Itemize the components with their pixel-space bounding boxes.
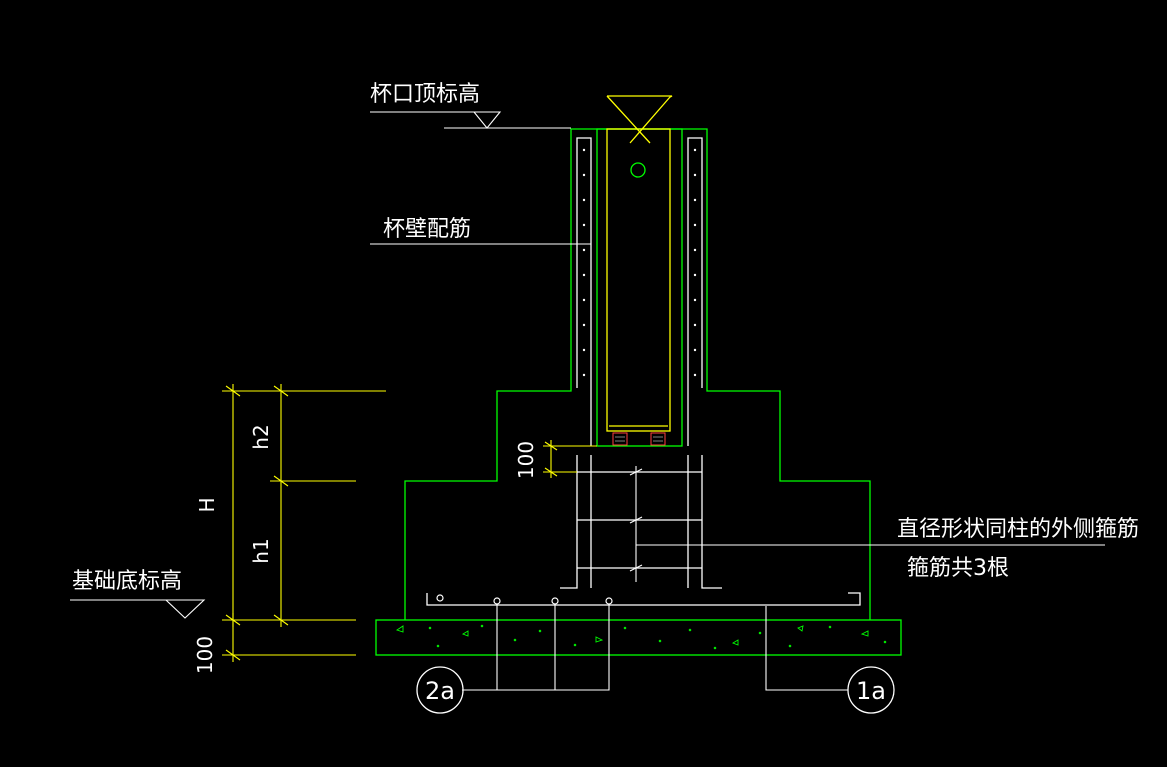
dimension-lines (222, 384, 597, 662)
precast-column (606, 95, 673, 432)
dim-label-h2: h2 (249, 424, 273, 449)
stirrup-note-line2: 箍筋共3根 (907, 556, 1009, 581)
stirrup-note-line1: 直径形状同柱的外侧箍筋 (897, 517, 1139, 542)
concrete-outline (375, 128, 902, 656)
bottom-mesh-bar (426, 592, 861, 606)
cup-top-elevation-label: 杯口顶标高 (370, 82, 480, 107)
dim-label-H: H (195, 497, 219, 512)
column-centre-marker (630, 162, 646, 178)
blinding-hatch (395, 624, 887, 650)
svg-text:2a: 2a (425, 677, 455, 705)
bubble-1a: 1a (847, 666, 895, 714)
column-bar-left (560, 455, 592, 589)
reinforcement (426, 137, 861, 606)
leader-lines (70, 111, 1105, 619)
bubble-leaders (462, 604, 848, 691)
foundation-step-outline (404, 128, 871, 620)
column-bar-right (687, 455, 722, 589)
column-base-pads (612, 432, 666, 446)
foundation-bottom-elevation-label: 基础底标高 (72, 569, 182, 594)
dim-label-100-upper: 100 (514, 441, 538, 479)
svg-text:1a: 1a (856, 677, 886, 705)
dim-label-h1: h1 (249, 538, 273, 563)
dim-label-100-lower: 100 (193, 636, 217, 674)
bubble-2a: 2a (416, 666, 464, 714)
cup-top-elevation-symbol (472, 111, 502, 129)
blinding-layer (375, 619, 902, 656)
bottom-bar-sections (436, 594, 613, 605)
column-body (606, 128, 671, 432)
column-break-symbol (606, 95, 673, 144)
foundation-bottom-elevation-symbol (164, 599, 206, 619)
cup-wall-bar-right (687, 137, 703, 446)
cup-wall-reinforcement-label: 杯壁配筋 (383, 217, 471, 242)
cup-wall-bar-left (576, 137, 592, 446)
cup-wall-stirrup-dots (582, 148, 697, 377)
